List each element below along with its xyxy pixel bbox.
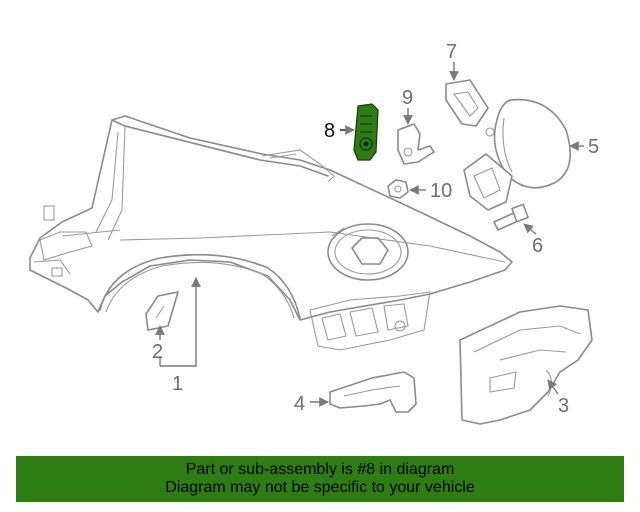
label-8: 8	[324, 120, 335, 142]
callout-2: 2	[152, 325, 165, 363]
part-2-bracket	[145, 291, 179, 331]
label-7: 7	[446, 41, 457, 63]
part-5-fuel-door	[493, 98, 572, 189]
callout-10: 10	[409, 180, 452, 202]
label-9: 9	[402, 87, 413, 109]
banner-line-1: Part or sub-assembly is #8 in diagram	[185, 461, 455, 478]
part-4-bracket	[329, 371, 417, 413]
label-2: 2	[152, 341, 163, 363]
label-1: 1	[172, 373, 183, 395]
callout-9: 9	[402, 87, 413, 125]
callout-3: 3	[547, 379, 569, 417]
part-9-bracket	[397, 123, 435, 165]
info-banner: Part or sub-assembly is #8 in diagram Di…	[16, 456, 624, 502]
fuel-door-hinge	[463, 127, 513, 211]
part-8-highlighted[interactable]	[353, 103, 379, 161]
part-7-clip	[445, 79, 489, 127]
label-3: 3	[558, 395, 569, 417]
label-6: 6	[532, 235, 543, 257]
part-10-nut	[387, 179, 409, 199]
label-10: 10	[430, 180, 452, 202]
callout-6: 6	[523, 223, 543, 257]
part-6-bolt	[493, 203, 529, 231]
callout-4: 4	[294, 393, 329, 415]
quarter-panel	[29, 115, 513, 351]
callout-7: 7	[446, 41, 459, 81]
callout-5: 5	[569, 136, 599, 158]
label-4: 4	[294, 393, 305, 415]
callout-1: 1	[159, 277, 201, 395]
part-3-liner	[459, 305, 593, 425]
banner-line-2: Diagram may not be specific to your vehi…	[165, 479, 475, 496]
callout-8: 8	[324, 120, 355, 142]
label-5: 5	[588, 136, 599, 158]
